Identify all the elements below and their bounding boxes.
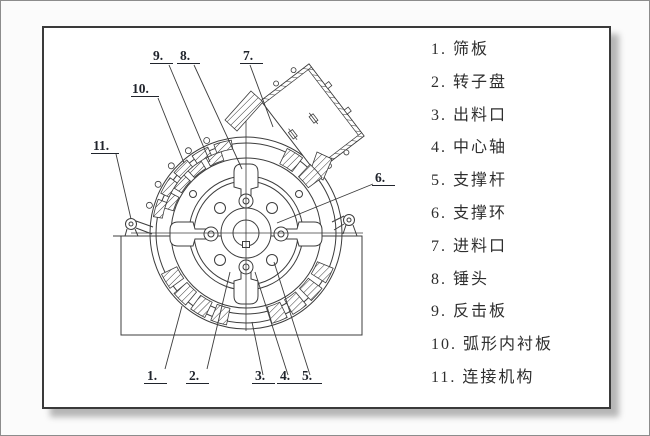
legend-item-2: 2. 转子盘 xyxy=(431,73,508,91)
centerlines xyxy=(131,109,363,331)
callout-7: 7. xyxy=(243,48,253,63)
legend-item-3: 3. 出料口 xyxy=(431,106,508,124)
callout-1: 1. xyxy=(147,368,157,383)
legend-item-8: 8. 锤头 xyxy=(431,270,490,288)
legend-item-4: 4. 中心轴 xyxy=(431,139,508,157)
callout-4: 4. xyxy=(280,368,290,383)
callout-3: 3. xyxy=(255,368,265,383)
crusher-diagram-svg: 1. 2. 3. 4. 5. 6. 7. 8. 9. 10. 11. xyxy=(91,48,395,384)
feed-chute xyxy=(260,63,365,174)
frame-panel: 1. 2. 3. 4. 5. 6. 7. 8. 9. 10. 11. 1. 筛板… xyxy=(42,26,611,409)
callout-leaders xyxy=(115,64,374,376)
parts-legend: 1. 筛板 2. 转子盘 3. 出料口 4. 中心轴 5. 支撑杆 6. 支撑环… xyxy=(431,34,603,395)
legend-item-1: 1. 筛板 xyxy=(431,41,490,58)
legend-item-5: 5. 支撑杆 xyxy=(431,172,508,190)
legend-item-10: 10. 弧形内衬板 xyxy=(431,336,554,354)
callout-6: 6. xyxy=(375,170,385,185)
chute-inner-bolts xyxy=(287,112,319,141)
legend-item-9: 9. 反击板 xyxy=(431,303,508,321)
legend-item-11: 11. 连接机构 xyxy=(431,368,535,386)
legend-item-7: 7. 进料口 xyxy=(431,237,508,255)
callout-2: 2. xyxy=(189,368,199,383)
callout-9: 9. xyxy=(153,48,163,63)
callout-labels: 1. 2. 3. 4. 5. 6. 7. 8. 9. 10. 11. xyxy=(93,48,385,383)
callout-11: 11. xyxy=(93,138,109,153)
callout-10: 10. xyxy=(132,81,149,96)
legend-item-6: 6. 支撑环 xyxy=(431,204,508,222)
callout-8: 8. xyxy=(180,48,190,63)
callout-5: 5. xyxy=(302,368,312,383)
liner-wedges-and-bolts xyxy=(145,137,334,326)
callout-underlines xyxy=(91,63,395,384)
chute-bolts xyxy=(273,67,352,169)
